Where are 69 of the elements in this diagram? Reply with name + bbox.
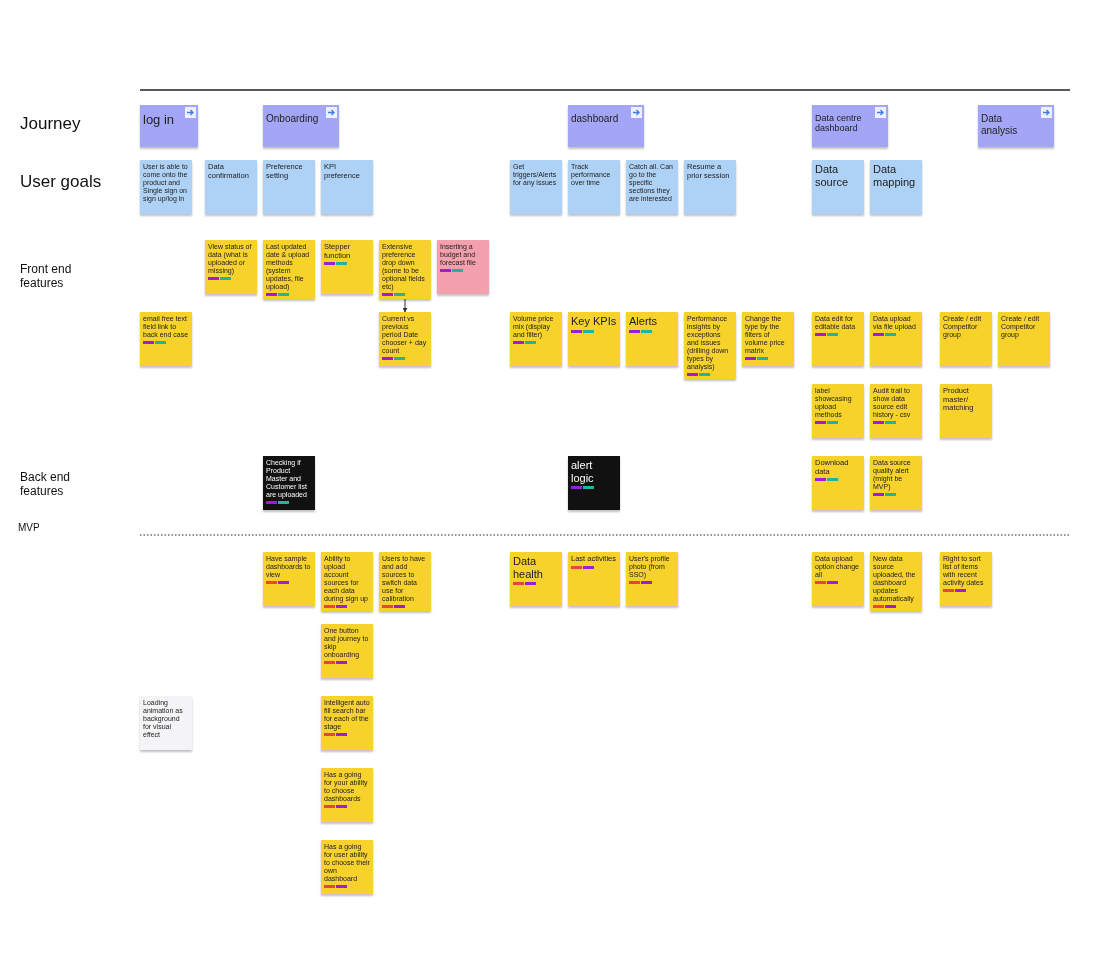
row-label: Back end features: [20, 470, 72, 498]
user-goal-note: [568, 160, 620, 214]
sticky-note: [321, 696, 373, 750]
user-goal-note: [870, 160, 922, 214]
journey-step-card: [568, 105, 644, 147]
sticky-note: [870, 456, 922, 510]
sticky-note: [812, 552, 864, 606]
sticky-note: [568, 456, 620, 510]
sticky-note: [510, 312, 562, 366]
sticky-note: [742, 312, 794, 366]
note-text: Alerts: [629, 315, 659, 328]
journey-step-card: [812, 105, 888, 147]
sticky-note: [684, 312, 736, 380]
sticky-note: [626, 552, 678, 606]
note-text: Onboarding: [266, 113, 320, 125]
row-label: Front end features: [20, 262, 73, 290]
sticky-note: [998, 312, 1050, 366]
sticky-note: [321, 624, 373, 678]
sticky-note: [870, 312, 922, 366]
row-label: Journey: [20, 114, 81, 134]
user-goal-note: [684, 160, 736, 214]
sticky-note: [263, 456, 315, 510]
user-goal-note: [510, 160, 562, 214]
sticky-note: [379, 240, 431, 300]
sticky-note: [568, 552, 620, 606]
sticky-note: [437, 240, 489, 294]
row-label: User goals: [20, 172, 102, 192]
user-goal-note: [812, 160, 864, 214]
sticky-note: [940, 384, 992, 438]
sticky-note: [870, 384, 922, 438]
journey-step-card: [263, 105, 339, 147]
note-text: Data centre dashboard: [815, 113, 863, 134]
note-text: Key KPIs: [571, 315, 617, 328]
sticky-note: [140, 312, 192, 366]
sticky-note: [870, 552, 922, 612]
sticky-note: [510, 552, 562, 606]
user-goal-note: [263, 160, 315, 214]
sticky-note: [205, 240, 257, 294]
sticky-note: [321, 240, 373, 294]
note-text: dashboard: [571, 113, 620, 125]
sticky-note: [812, 456, 864, 510]
sticky-note: [568, 312, 620, 366]
sticky-note: [940, 552, 992, 606]
sticky-note: [321, 768, 373, 822]
sticky-note: [626, 312, 678, 366]
sticky-note: [812, 384, 864, 438]
user-goal-note: [321, 160, 373, 214]
user-goal-note: [140, 160, 192, 214]
note-text: Data analysis: [981, 113, 1019, 136]
sticky-note: [140, 696, 192, 750]
journey-step-card: [978, 105, 1054, 147]
note-text: log in: [143, 113, 176, 128]
sticky-note: [379, 312, 431, 366]
user-goal-note: [626, 160, 678, 214]
sticky-note: [321, 840, 373, 894]
note-text: Data source: [815, 163, 850, 189]
row-label: MVP: [18, 522, 40, 533]
sticky-note: [812, 312, 864, 366]
journey-step-card: [140, 105, 198, 147]
sticky-note: [379, 552, 431, 612]
note-text: alert logic: [571, 459, 595, 485]
note-text: Data mapping: [873, 163, 917, 189]
note-text: Data health: [513, 555, 544, 581]
sticky-note: [263, 240, 315, 300]
user-goal-note: [205, 160, 257, 214]
arrow: [402, 298, 408, 313]
sticky-note: [321, 552, 373, 612]
sticky-note: [940, 312, 992, 366]
sticky-note: [263, 552, 315, 606]
